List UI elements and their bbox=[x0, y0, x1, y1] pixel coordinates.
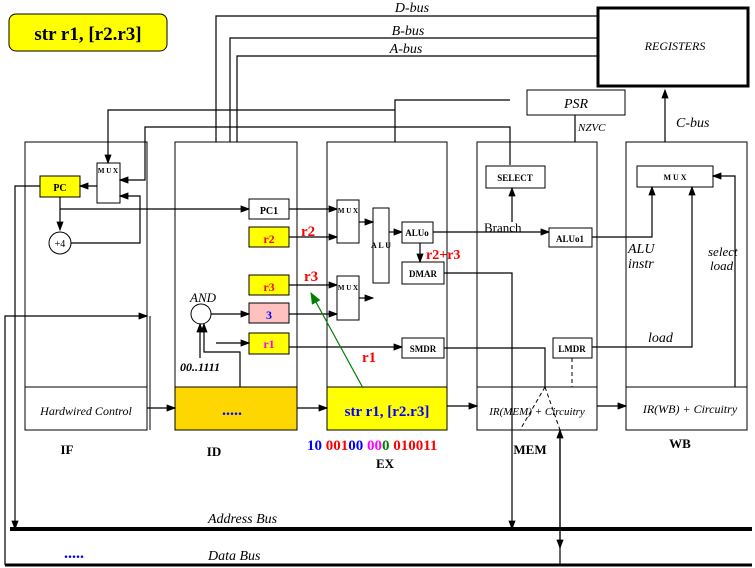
id-content: ..... bbox=[222, 402, 242, 419]
alu-label: A L U bbox=[371, 241, 391, 250]
pc-label: PC bbox=[53, 183, 66, 194]
decode-pointer-arrow bbox=[310, 291, 364, 389]
address-bus-label: Address Bus bbox=[207, 512, 278, 527]
and-label: AND bbox=[189, 290, 217, 305]
mem-content: IR(MEM) + Circuitry bbox=[488, 406, 585, 418]
adder-to-mux bbox=[71, 192, 141, 244]
enc-field-1: 001 bbox=[326, 438, 349, 454]
r2-annotation: r2 bbox=[301, 224, 315, 240]
branch-label: Branch bbox=[484, 220, 522, 235]
mask-label: 00..1111 bbox=[180, 360, 220, 374]
pc-to-address-bus bbox=[11, 185, 40, 531]
lmdr-label: LMDR bbox=[558, 344, 586, 354]
ex-mux-bottom-label: M U X bbox=[338, 284, 358, 292]
wb-mux-label: M U X bbox=[663, 173, 686, 182]
alu bbox=[372, 207, 390, 284]
d-bus-label: D-bus bbox=[394, 1, 430, 16]
enc-field-3: 00 bbox=[367, 438, 382, 454]
imm-label: 3 bbox=[266, 308, 272, 322]
pc1-label: PC1 bbox=[260, 206, 278, 217]
smdr-label: SMDR bbox=[410, 344, 437, 354]
if-mux-label: M U X bbox=[98, 167, 118, 175]
stage-wb: IR(WB) + Circuitry WB bbox=[625, 141, 748, 451]
r3-annotation: r3 bbox=[304, 269, 318, 285]
stage-mem-label: MEM bbox=[513, 442, 546, 457]
if-mux-text: M U X bbox=[98, 167, 118, 175]
psr-label: PSR bbox=[563, 97, 589, 112]
and-gate bbox=[190, 303, 212, 325]
instruction-encoding: 10 00100 000 010011 bbox=[307, 438, 437, 454]
registers-label: REGISTERS bbox=[644, 39, 706, 53]
ex-content: str r1, [r2.r3] bbox=[345, 404, 430, 420]
aluo-label: ALUo bbox=[405, 228, 429, 238]
psr-flags: NZVC bbox=[577, 122, 606, 134]
smdr-to-mem bbox=[444, 347, 546, 387]
select-load-label-1: select bbox=[708, 244, 738, 259]
stage-id-label: ID bbox=[207, 444, 221, 459]
alu-to-if-mux bbox=[104, 109, 395, 165]
stage-wb-label: WB bbox=[669, 436, 691, 451]
select-load-label-2: load bbox=[710, 258, 734, 273]
dmar-to-address-bus bbox=[444, 272, 516, 531]
mem-control-lines bbox=[519, 358, 573, 431]
stage-ex-label: EX bbox=[376, 456, 395, 471]
enc-opcode: 10 bbox=[307, 438, 322, 454]
select-to-wb-mux bbox=[711, 172, 736, 387]
plus4-label: +4 bbox=[55, 239, 66, 250]
data-bus-to-if bbox=[4, 312, 149, 565]
aluo1-to-wb-mux bbox=[592, 185, 656, 238]
registers-box bbox=[596, 6, 750, 88]
branch-target-to-mux bbox=[118, 126, 511, 184]
r1-annotation: r1 bbox=[362, 350, 376, 366]
stage-if-label: IF bbox=[61, 442, 74, 457]
psr-box bbox=[526, 89, 626, 116]
hardwired-control: Hardwired Control bbox=[39, 404, 132, 418]
wb-content: IR(WB) + Circuitry bbox=[642, 402, 738, 416]
r1-label: r1 bbox=[263, 337, 274, 351]
select-label: SELECT bbox=[497, 173, 533, 183]
stage-mem: IR(MEM) + Circuitry MEM bbox=[476, 141, 598, 457]
enc-field-2: 00 bbox=[348, 438, 363, 454]
aluo1-label: ALUo1 bbox=[556, 234, 585, 244]
b-bus-label: B-bus bbox=[392, 24, 425, 39]
ex-mux-bottom bbox=[336, 275, 360, 321]
r2-label: r2 bbox=[263, 232, 274, 246]
alu-instr-label-1: ALU bbox=[627, 242, 655, 257]
dmar-label: DMAR bbox=[409, 269, 437, 279]
sum-annotation: r2+r3 bbox=[426, 248, 460, 263]
load-label: load bbox=[648, 331, 674, 346]
ex-mux-top-label: M U X bbox=[338, 207, 358, 215]
alu-instr-label-2: instr bbox=[628, 257, 654, 272]
title-text: str r1, [r2.r3] bbox=[34, 24, 141, 45]
lmdr-to-wb-mux bbox=[592, 185, 696, 348]
data-bus-dots: ..... bbox=[64, 545, 84, 562]
a-bus-label: A-bus bbox=[389, 42, 423, 57]
ir-to-and bbox=[200, 322, 241, 387]
c-bus-label: C-bus bbox=[676, 116, 710, 131]
enc-field-6: 011 bbox=[416, 438, 438, 454]
data-bus-label: Data Bus bbox=[207, 549, 261, 564]
r3-label: r3 bbox=[263, 280, 274, 294]
enc-field-5: 010 bbox=[393, 438, 416, 454]
title-badge: str r1, [r2.r3] bbox=[8, 13, 168, 52]
enc-field-4: 0 bbox=[382, 438, 390, 454]
